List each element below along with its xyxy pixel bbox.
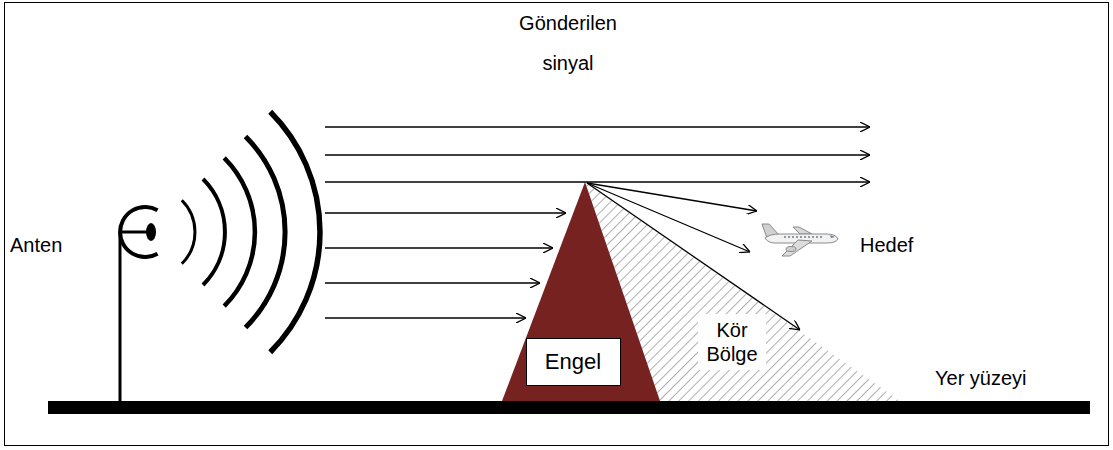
node-text: Engel bbox=[545, 349, 601, 375]
blind-zone-label-box: Kör Bölge bbox=[698, 314, 766, 370]
node-text: Kör Bölge bbox=[698, 318, 766, 366]
signal-arrows bbox=[325, 127, 870, 318]
obstacle-label-box: Engel bbox=[526, 338, 621, 386]
ground-label: Yer yüzeyi bbox=[935, 366, 1027, 390]
obstacle-triangle bbox=[502, 182, 660, 401]
antenna-label: Anten bbox=[10, 233, 62, 257]
ground-bar bbox=[48, 401, 1090, 414]
antenna-symbol bbox=[120, 207, 158, 402]
signal-label: Gönderilen sinyal bbox=[503, 3, 633, 83]
diffracted-arrows bbox=[587, 183, 800, 330]
frame bbox=[5, 3, 1109, 446]
airplane-icon bbox=[762, 224, 838, 256]
wave-fronts bbox=[182, 112, 320, 352]
target-label: Hedef bbox=[860, 233, 913, 257]
